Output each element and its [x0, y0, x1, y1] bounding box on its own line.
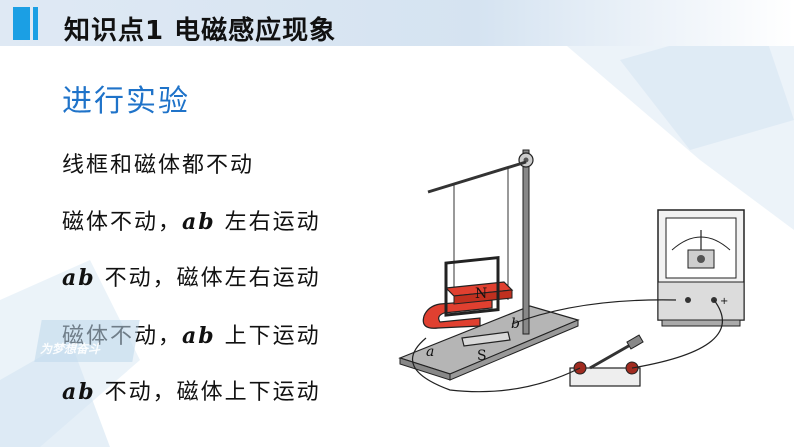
experiment-text: 不动，磁体上下运动 [95, 380, 321, 405]
conductor-label: ab [182, 323, 216, 349]
section-title: 进行实验 [62, 84, 190, 119]
galvanometer: + [657, 209, 745, 327]
header-banner: 知识点1 电磁感应现象 [0, 0, 794, 46]
magnet-south-label: S [477, 348, 487, 364]
experiment-line-1: 线框和磁体都不动 [62, 147, 254, 179]
experiment-text: 磁体不动， [62, 210, 183, 235]
conductor-label: ab [182, 209, 216, 235]
page-title: 知识点1 电磁感应现象 [64, 16, 337, 46]
switch [569, 334, 644, 387]
svg-text:+: + [720, 296, 728, 307]
magnet-north-label: N [475, 286, 487, 302]
wire [511, 299, 677, 325]
experiment-line-2: 磁体不动，ab 左右运动 [62, 204, 321, 236]
magnet-body [422, 299, 493, 329]
conductor-label: ab [62, 379, 96, 405]
header-accent-bar [13, 7, 30, 40]
wire [411, 337, 581, 393]
conductor-label: ab [62, 265, 96, 291]
electromagnetic-induction-apparatus: N S a b + [398, 149, 745, 393]
watermark-text: 为梦想奋斗 [40, 342, 101, 356]
magnet-south-pole [461, 331, 511, 347]
experiment-text: 上下运动 [215, 324, 321, 349]
experiment-text: 左右运动 [215, 210, 321, 235]
wire [631, 299, 724, 369]
point-a-label: a [426, 344, 434, 360]
stand-arm [427, 160, 527, 194]
point-b-label: b [511, 316, 520, 332]
experiment-text: 不动，磁体左右运动 [95, 266, 321, 291]
experiment-line-3: ab 不动，磁体左右运动 [62, 260, 321, 292]
stand-pole [522, 149, 530, 335]
experiment-line-5: ab 不动，磁体上下运动 [62, 374, 321, 406]
header-accent-bar-thin [33, 7, 38, 40]
experiment-text: 线框和磁体都不动 [62, 153, 255, 178]
coil-frame [444, 255, 500, 317]
